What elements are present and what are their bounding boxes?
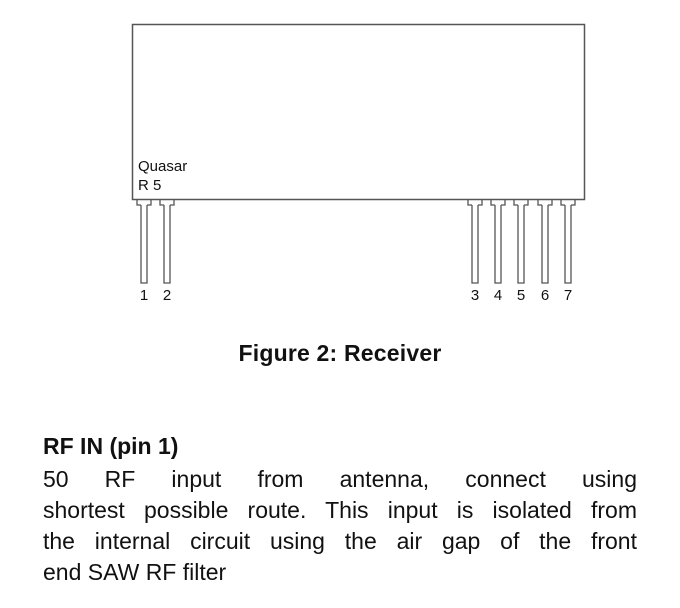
pin-number-label: 5	[517, 287, 525, 304]
paragraph-line: end SAW RF filter	[43, 559, 227, 585]
paragraph-line: 50 RF input from antenna, connect using	[43, 464, 637, 495]
impedance-value: 50	[43, 466, 69, 492]
section-paragraph: 50 RF input from antenna, connect using s…	[43, 464, 637, 588]
pin-shoulder	[513, 200, 529, 206]
pin-number-label: 6	[541, 287, 549, 304]
paragraph-line: shortest possible route. This input is i…	[43, 497, 637, 523]
pin-number-label: 2	[163, 287, 171, 304]
pin-6: 6	[537, 200, 553, 304]
figure-caption: Figure 2: Receiver	[238, 340, 442, 366]
pin-3: 3	[467, 200, 483, 304]
section-heading: RF IN (pin 1)	[43, 433, 179, 459]
pin-5: 5	[513, 200, 529, 304]
pin-number-label: 1	[140, 287, 148, 304]
pin-number-label: 4	[494, 287, 502, 304]
paragraph-line-text: RF input from antenna, connect using	[104, 466, 637, 492]
pin-lead	[564, 205, 572, 284]
pin-lead	[163, 205, 171, 284]
pin-shoulder	[467, 200, 483, 206]
pin-lead	[541, 205, 549, 284]
pin-7: 7	[560, 200, 576, 304]
pin-shoulder	[136, 200, 152, 206]
pin-4: 4	[490, 200, 506, 304]
pin-shoulder	[537, 200, 553, 206]
module-label-brand: Quasar	[138, 158, 187, 175]
pin-lead	[140, 205, 148, 284]
pin-2: 2	[159, 200, 175, 304]
paragraph-line: the internal circuit using the air gap o…	[43, 528, 637, 554]
pin-shoulder	[490, 200, 506, 206]
pin-lead	[471, 205, 479, 284]
pin-lead	[517, 205, 525, 284]
pin-number-label: 7	[564, 287, 572, 304]
pin-lead	[494, 205, 502, 284]
module-body	[131, 23, 586, 201]
pin-shoulder	[159, 200, 175, 206]
pin-number-label: 3	[471, 287, 479, 304]
pin-1: 1	[136, 200, 152, 304]
pin-shoulder	[560, 200, 576, 206]
module-label-model: R 5	[138, 177, 161, 194]
